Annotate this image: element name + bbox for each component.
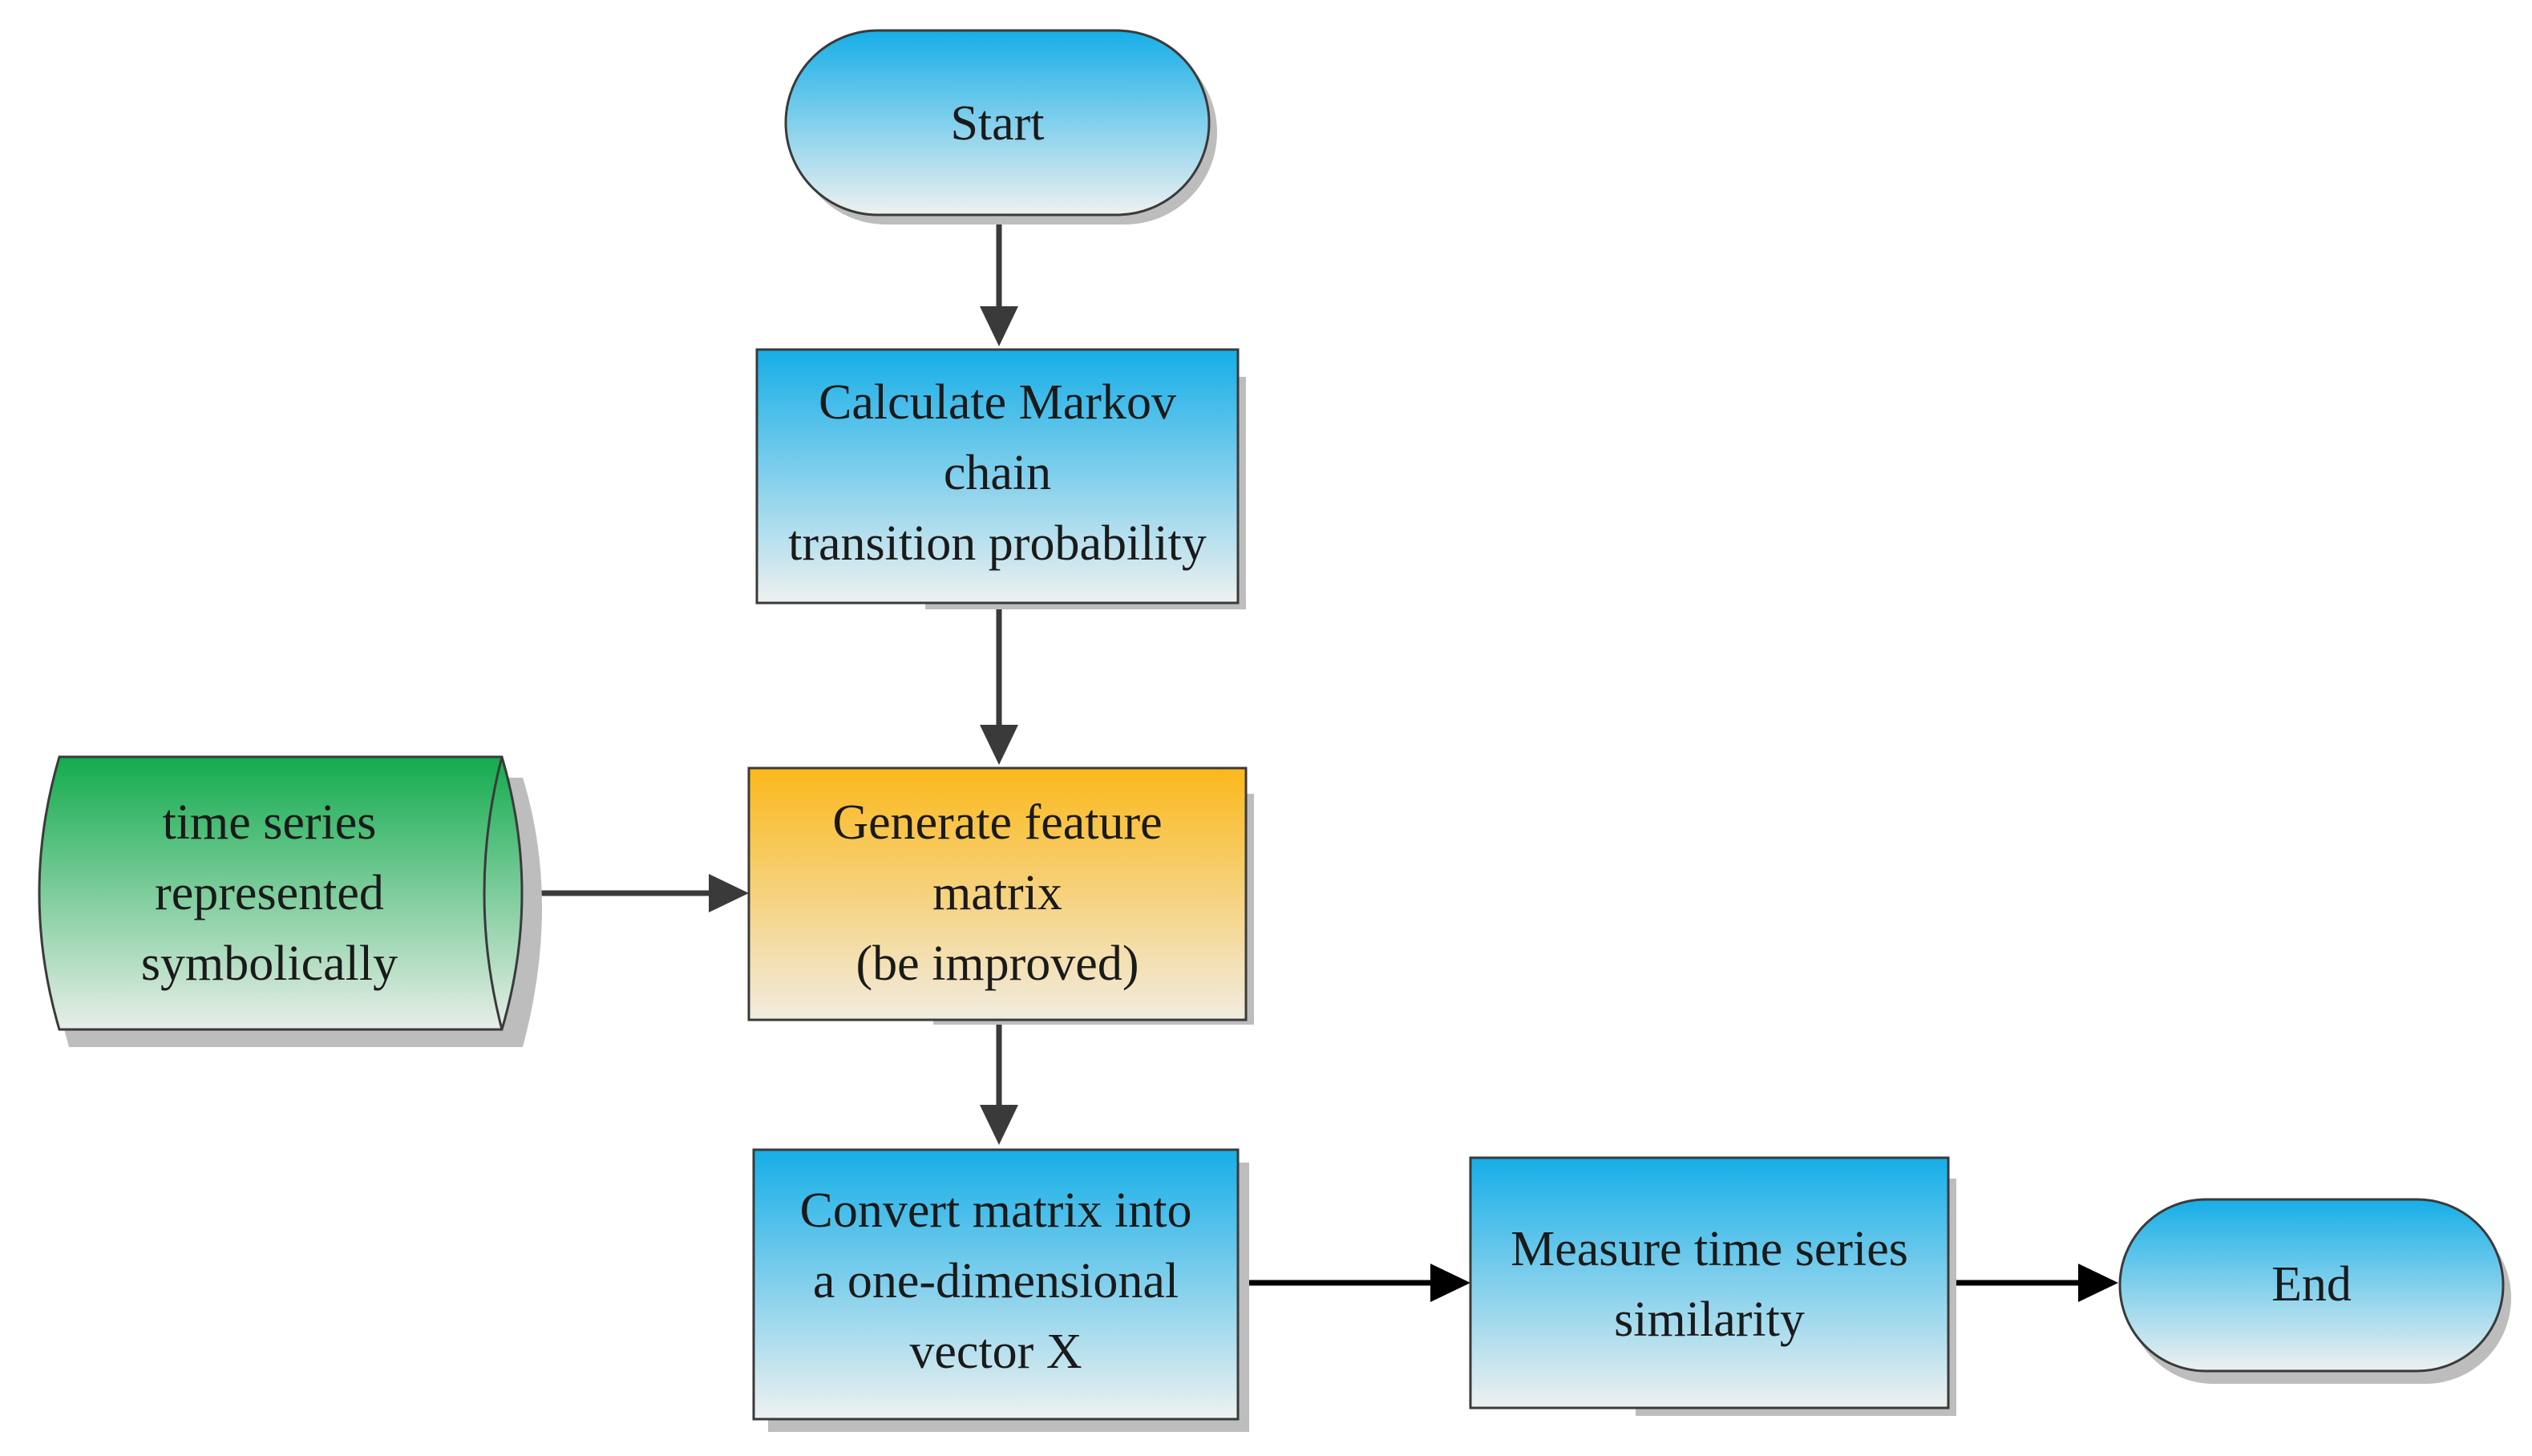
markov-line-1: Calculate Markov — [819, 375, 1176, 430]
edge-convert-to-measure — [1238, 1264, 1470, 1302]
feature-line-3: (be improved) — [856, 936, 1139, 991]
markov-line-2: chain — [944, 446, 1051, 500]
edge-feature-to-convert — [980, 1018, 1018, 1145]
markov-line-3: transition probability — [788, 516, 1207, 571]
measure-similarity-process: Measure time series similarity — [1469, 1156, 1956, 1416]
edges — [536, 215, 2118, 1302]
edge-start-to-markov — [980, 215, 1018, 346]
feature-line-1: Generate feature — [832, 795, 1162, 850]
edge-measure-to-end — [1948, 1264, 2118, 1302]
convert-line-3: vector X — [909, 1325, 1082, 1379]
symbolic-line-1: time series — [163, 795, 377, 850]
time-series-data-store: time series represented symbolically — [38, 755, 542, 1047]
symbolic-line-2: represented — [155, 866, 384, 920]
measure-line-2: similarity — [1614, 1292, 1805, 1347]
convert-line-2: a one-dimensional — [813, 1254, 1179, 1308]
symbolic-line-3: symbolically — [141, 936, 398, 991]
start-label: Start — [950, 96, 1044, 151]
edge-markov-to-feature — [980, 601, 1018, 765]
end-terminator: End — [2118, 1198, 2511, 1384]
edge-symbolic-to-feature — [536, 874, 749, 912]
end-label: End — [2271, 1257, 2352, 1312]
measure-line-1: Measure time series — [1511, 1222, 1908, 1276]
generate-feature-process: Generate feature matrix (be improved) — [747, 766, 1254, 1025]
convert-line-1: Convert matrix into — [799, 1183, 1191, 1238]
feature-line-2: matrix — [932, 866, 1062, 920]
start-terminator: Start — [784, 29, 1217, 224]
convert-matrix-process: Convert matrix into a one-dimensional ve… — [752, 1148, 1249, 1432]
calculate-markov-process: Calculate Markov chain transition probab… — [755, 348, 1246, 609]
